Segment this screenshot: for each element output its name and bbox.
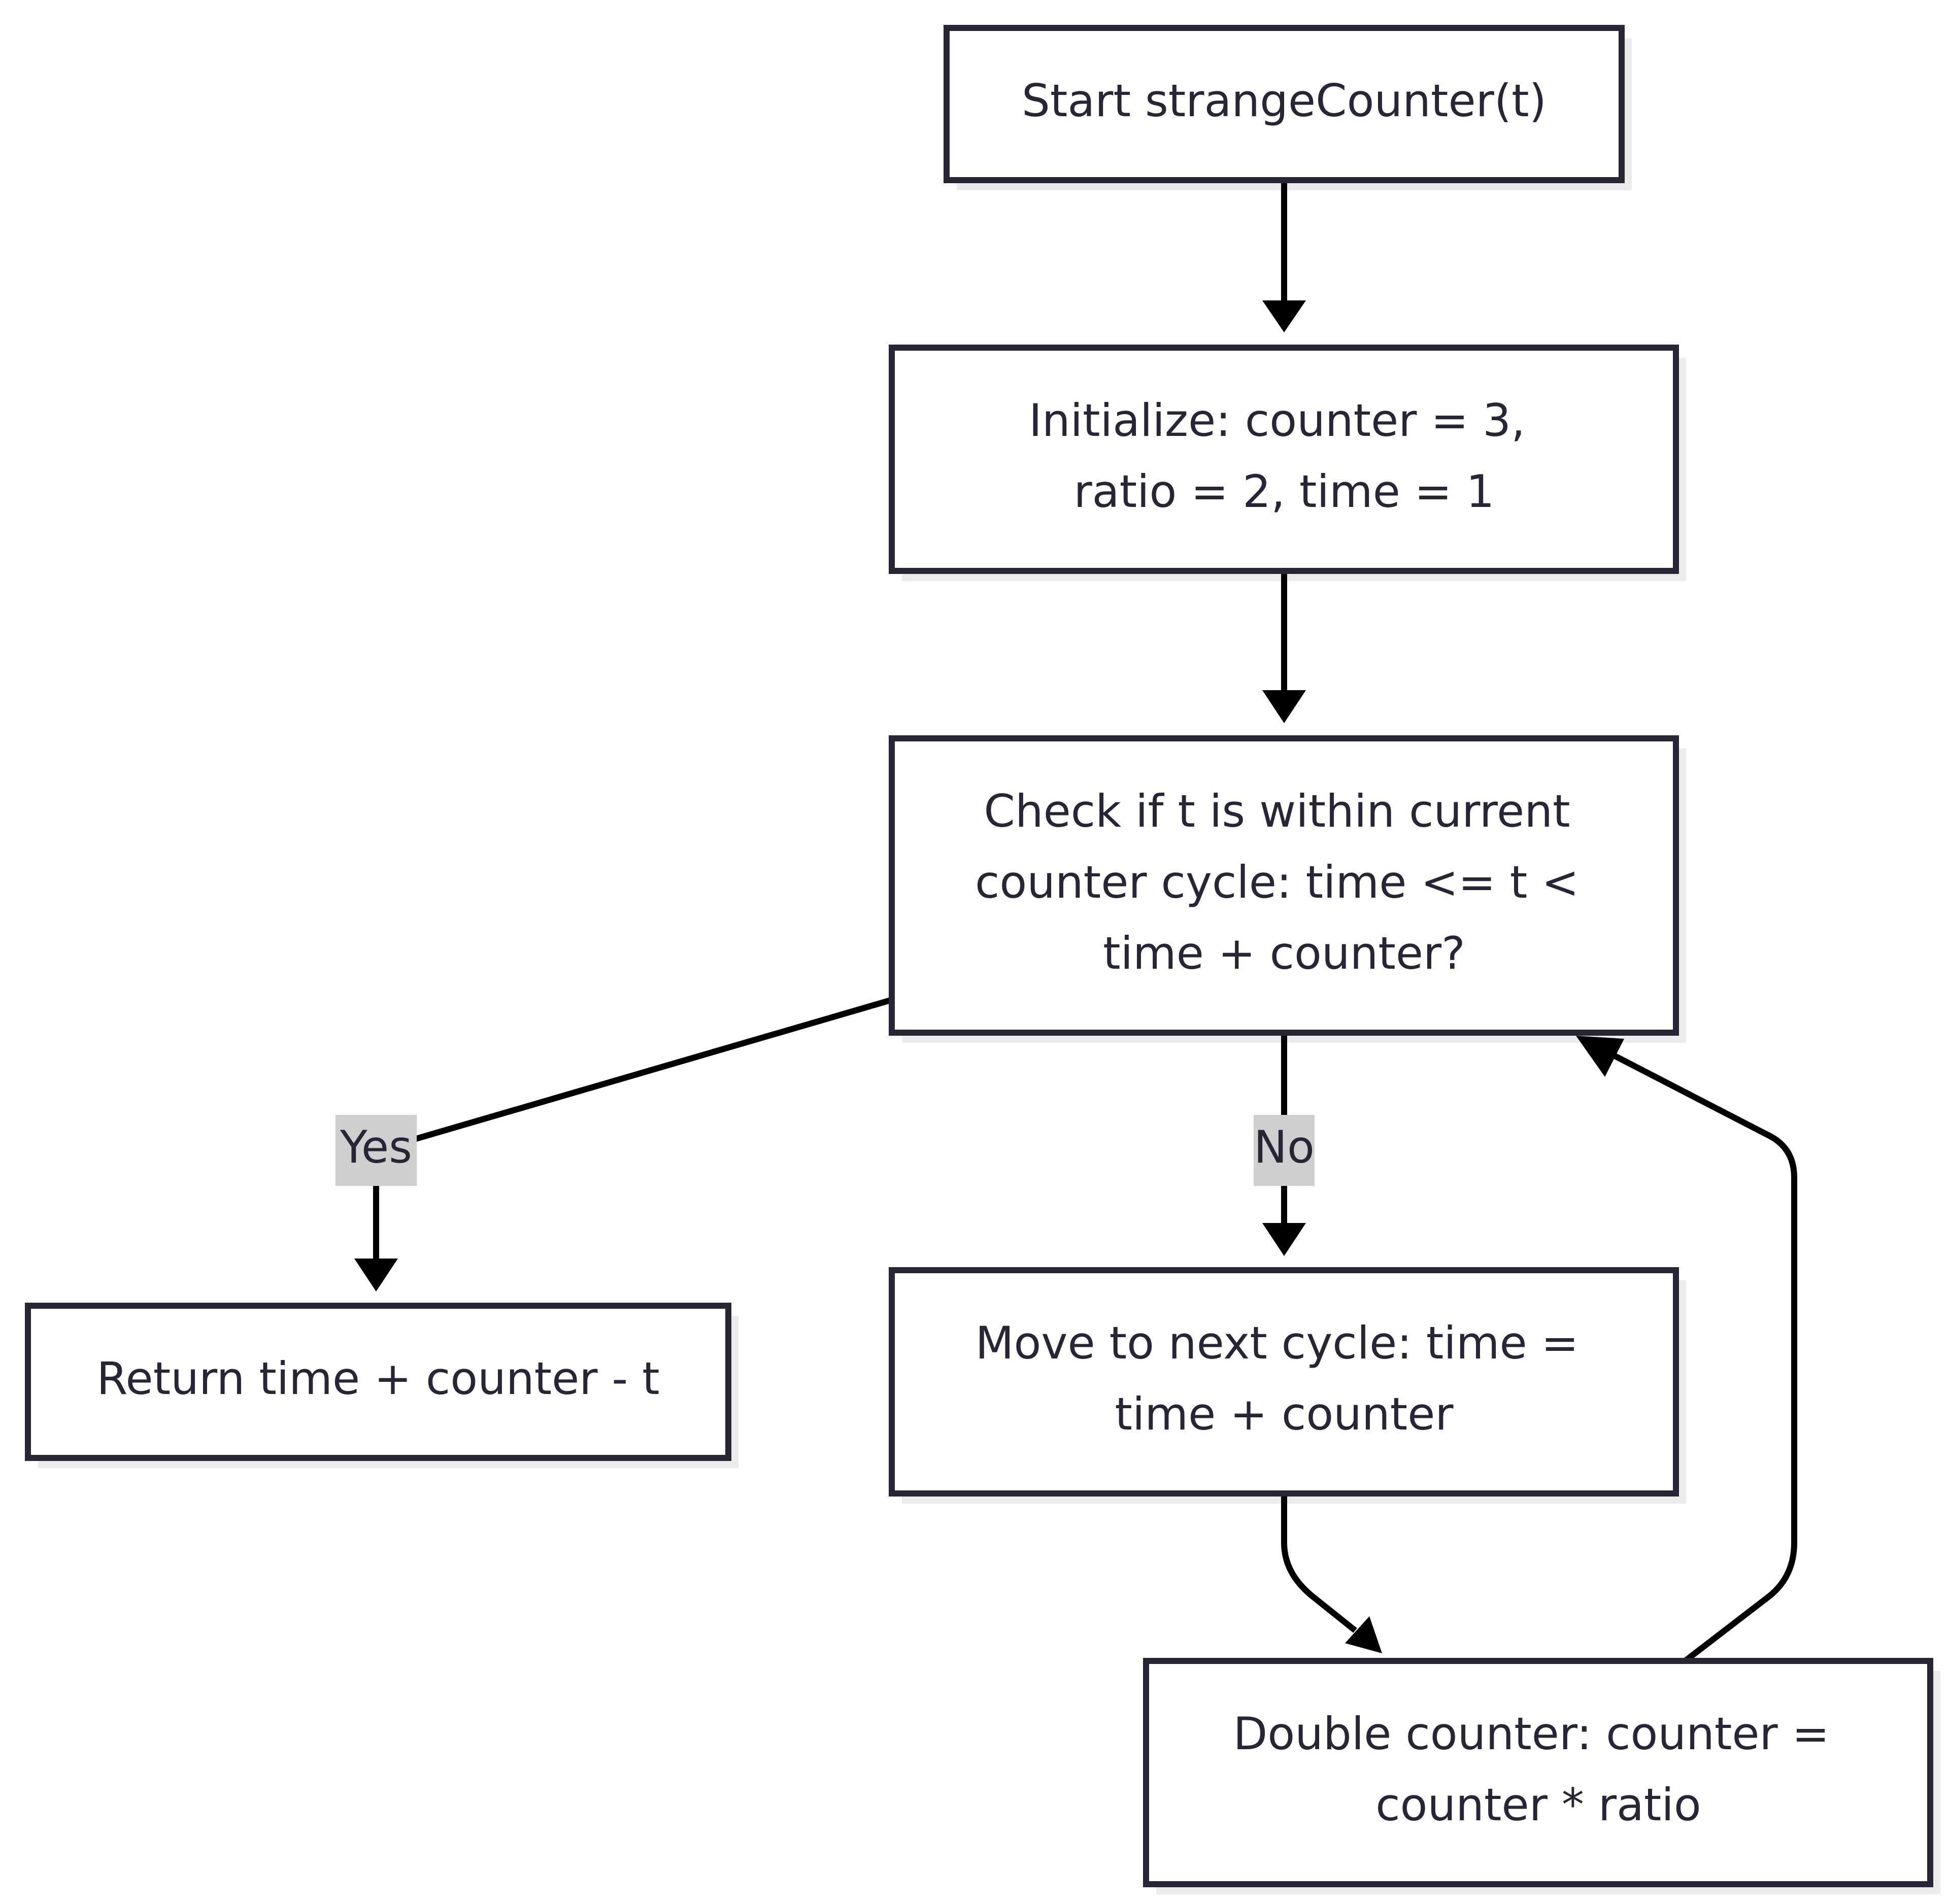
arrowhead-check-to-return xyxy=(354,1259,398,1291)
node-return-line-1: Return time + counter - t xyxy=(96,1352,659,1405)
node-check-label: Check if t is within current counter cyc… xyxy=(975,785,1593,979)
node-init-box xyxy=(889,345,1679,574)
node-start: Start strangeCounter(t) xyxy=(944,25,1625,183)
node-check-line-3: time + counter? xyxy=(1103,927,1465,979)
node-double-label: Double counter: counter = counter * rati… xyxy=(1233,1708,1844,1831)
node-move-box xyxy=(889,1267,1679,1497)
node-move: Move to next cycle: time = time + counte… xyxy=(889,1267,1679,1497)
node-init-label: Initialize: counter = 3, ratio = 2, time… xyxy=(1029,394,1539,518)
node-start-box xyxy=(944,25,1625,183)
node-move-line-1: Move to next cycle: time = xyxy=(976,1317,1579,1369)
node-return-box xyxy=(25,1303,731,1461)
arrowhead-check-to-move xyxy=(1262,1223,1306,1256)
edge-label-yes-bg xyxy=(335,1115,417,1186)
node-double: Double counter: counter = counter * rati… xyxy=(1143,1658,1933,1887)
node-double-line-2: counter * ratio xyxy=(1375,1779,1701,1831)
edge-move-to-double xyxy=(1281,1493,1357,1633)
arrowhead-move-to-double xyxy=(1345,1616,1382,1653)
node-check-box xyxy=(889,735,1679,1036)
edge-label-no-bg xyxy=(1254,1115,1315,1186)
edge-label-yes-text: Yes xyxy=(340,1121,412,1173)
edge-label-no: No xyxy=(1254,1115,1315,1186)
node-move-label: Move to next cycle: time = time + counte… xyxy=(976,1317,1593,1440)
node-double-line-1: Double counter: counter = xyxy=(1233,1708,1830,1760)
edge-label-yes: Yes xyxy=(335,1115,417,1186)
node-start-label: Start strangeCounter(t) xyxy=(1022,75,1547,127)
edge-label-no-text: No xyxy=(1254,1121,1315,1173)
arrowhead-init-to-check xyxy=(1262,690,1306,723)
node-init-line-2: ratio = 2, time = 1 xyxy=(1074,465,1495,518)
node-check: Check if t is within current counter cyc… xyxy=(889,735,1679,1036)
node-double-box xyxy=(1143,1658,1933,1887)
arrowhead-double-to-check xyxy=(1576,1036,1624,1077)
edge-check-to-return xyxy=(373,997,893,1259)
edge-double-to-check xyxy=(1612,1052,1797,1663)
node-init-line-1: Initialize: counter = 3, xyxy=(1029,394,1525,447)
node-return: Return time + counter - t xyxy=(25,1303,731,1461)
node-return-label: Return time + counter - t xyxy=(96,1352,659,1405)
node-start-line-1: Start strangeCounter(t) xyxy=(1022,75,1547,127)
node-init: Initialize: counter = 3, ratio = 2, time… xyxy=(889,345,1679,574)
node-check-line-2: counter cycle: time <= t < xyxy=(975,856,1579,908)
node-check-line-1: Check if t is within current xyxy=(984,785,1570,837)
arrowhead-start-to-init xyxy=(1262,300,1306,332)
node-move-line-2: time + counter xyxy=(1115,1388,1454,1440)
